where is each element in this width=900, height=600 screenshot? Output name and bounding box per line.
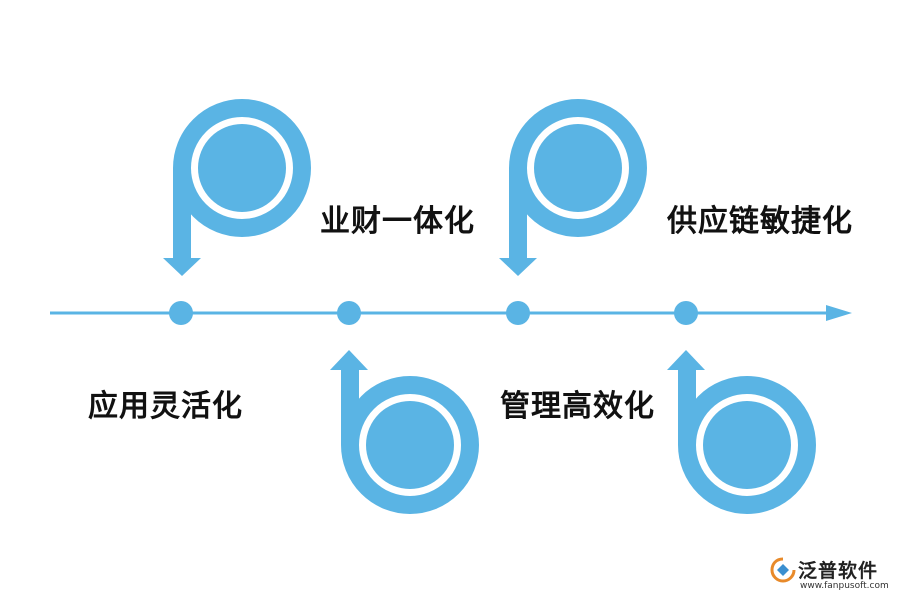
stage-label-3: 管理高效化	[500, 389, 655, 424]
logo-url: www.fanpusoft.com	[800, 581, 889, 591]
stage-label-4: 供应链敏捷化	[667, 204, 853, 239]
timeline-node-1	[169, 301, 193, 325]
stage-label-1: 应用灵活化	[88, 389, 243, 424]
timeline-node-4	[674, 301, 698, 325]
logo-name: 泛普软件	[798, 560, 879, 582]
p-arrow-icon	[163, 99, 311, 276]
timeline-arrow-head	[826, 305, 852, 321]
b-arrow-icon	[330, 350, 479, 514]
fanpu-logo-icon	[770, 557, 796, 583]
p-arrow-icon	[499, 99, 647, 276]
timeline-node-2	[337, 301, 361, 325]
b-arrow-icon	[667, 350, 816, 514]
stage-label-2: 业财一体化	[320, 204, 475, 239]
brand-logo: 泛普软件 www.fanpusoft.com	[770, 554, 895, 598]
timeline-node-3	[506, 301, 530, 325]
